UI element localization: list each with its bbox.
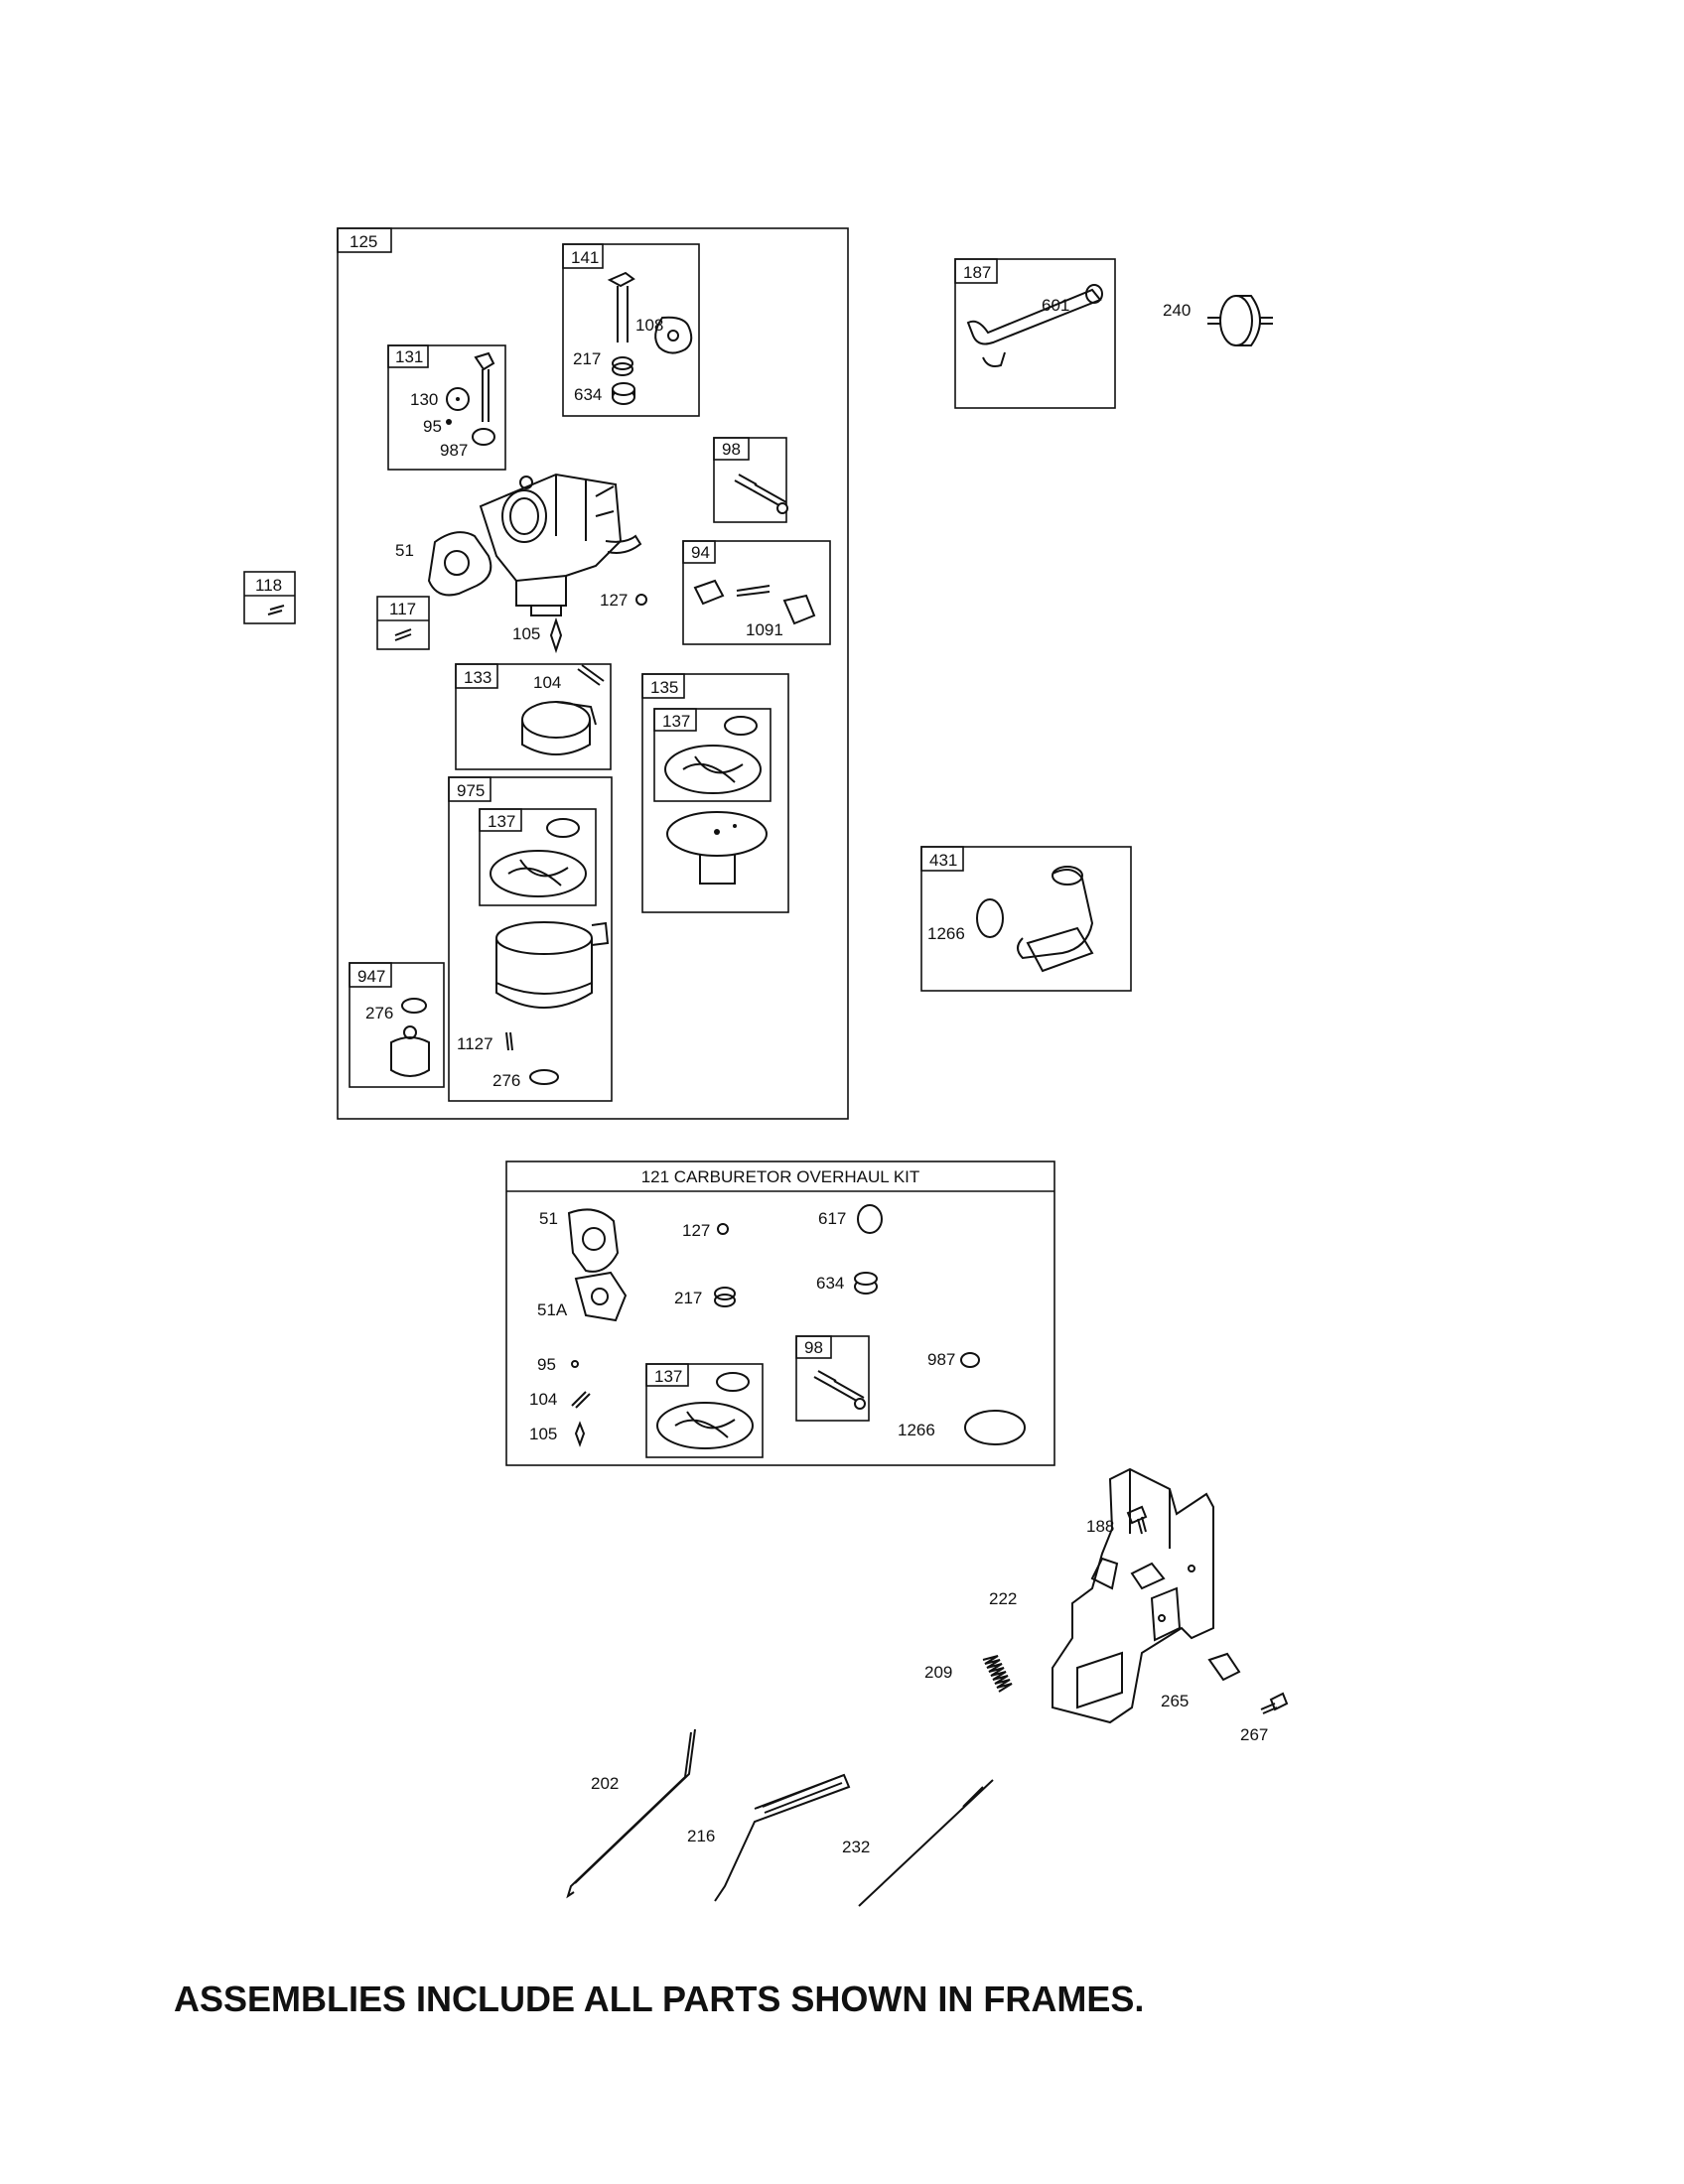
frame-141: 141 108 217 634 — [562, 243, 700, 417]
frame-947: 947 276 — [349, 962, 445, 1088]
kit-label-51A: 51A — [537, 1300, 568, 1319]
kit-label-634: 634 — [816, 1274, 844, 1293]
control-bracket-222-part — [1052, 1467, 1214, 1724]
link-202-part: 202 — [566, 1728, 696, 1899]
frame-975: 975 137 1127 276 — [448, 776, 613, 1102]
frame-137-middle-tag: 137 — [488, 812, 515, 831]
label-265: 265 — [1161, 1692, 1189, 1710]
kit-title: 121 CARBURETOR OVERHAUL KIT — [641, 1167, 920, 1186]
label-217: 217 — [573, 349, 601, 368]
kit-label-1266: 1266 — [898, 1421, 935, 1439]
frame-947-tag: 947 — [357, 967, 385, 986]
frame-117-tag: 117 — [389, 600, 416, 618]
screw-188-part: 188 — [1086, 1505, 1148, 1536]
label-188: 188 — [1086, 1517, 1114, 1536]
frame-431-tag: 431 — [929, 851, 957, 870]
frame-131-tag: 131 — [395, 347, 423, 366]
frame-133-tag: 133 — [464, 668, 491, 687]
label-634: 634 — [574, 385, 602, 404]
frame-431: 431 1266 — [920, 846, 1132, 992]
label-108: 108 — [635, 316, 663, 335]
label-202: 202 — [591, 1774, 619, 1793]
frame-98-kit-tag: 98 — [804, 1338, 823, 1357]
fuel-filter-240-part: 240 — [1163, 295, 1273, 346]
label-130: 130 — [410, 390, 438, 409]
frame-135-tag: 135 — [650, 678, 678, 697]
kit-label-104: 104 — [529, 1390, 557, 1409]
part-265: 265 — [1161, 1652, 1241, 1710]
label-127: 127 — [600, 591, 628, 610]
label-240: 240 — [1163, 301, 1191, 320]
label-1266: 1266 — [927, 924, 965, 943]
label-267: 267 — [1240, 1725, 1268, 1744]
frame-125: 125 — [337, 227, 849, 1120]
kit-label-127: 127 — [682, 1221, 710, 1240]
frame-187-tag: 187 — [963, 263, 991, 282]
frame-94-tag: 94 — [691, 543, 710, 562]
label-104: 104 — [533, 673, 561, 692]
link-216-part: 216 — [687, 1773, 851, 1902]
kit-label-217: 217 — [674, 1289, 702, 1307]
spring-209-part: 209 — [924, 1655, 1013, 1693]
assemblies-note: ASSEMBLIES INCLUDE ALL PARTS SHOWN IN FR… — [174, 1979, 1145, 2019]
label-216: 216 — [687, 1827, 715, 1845]
frame-133: 133 104 — [455, 663, 612, 770]
frame-141-tag: 141 — [571, 248, 599, 267]
frame-137-kit-tag: 137 — [654, 1367, 682, 1386]
frame-98-upper-tag: 98 — [722, 440, 741, 459]
kit-label-987: 987 — [927, 1350, 955, 1369]
label-222: 222 — [989, 1589, 1017, 1608]
kit-label-617: 617 — [818, 1209, 846, 1228]
label-276-upper: 276 — [365, 1004, 393, 1023]
label-105: 105 — [512, 624, 540, 643]
label-1127: 1127 — [457, 1034, 493, 1053]
label-987: 987 — [440, 441, 468, 460]
label-1091: 1091 — [746, 620, 783, 639]
frame-94: 94 1091 — [682, 540, 831, 645]
frame-118: 118 — [243, 571, 296, 624]
label-232: 232 — [842, 1838, 870, 1856]
kit-label-51: 51 — [539, 1209, 558, 1228]
gasket-108-part — [654, 316, 693, 354]
link-232-part: 232 — [842, 1779, 994, 1907]
label-95: 95 — [423, 417, 442, 436]
frame-118-tag: 118 — [255, 576, 282, 595]
frame-137-upper-tag: 137 — [662, 712, 690, 731]
frame-121-overhaul-kit: 121 CARBURETOR OVERHAUL KIT 51 51A 127 6… — [505, 1160, 1055, 1466]
frame-135: 135 137 — [641, 673, 789, 913]
label-51: 51 — [395, 541, 414, 560]
frame-975-tag: 975 — [457, 781, 485, 800]
label-276-lower: 276 — [492, 1071, 520, 1090]
frame-98-upper: 98 — [713, 437, 788, 523]
kit-label-105: 105 — [529, 1425, 557, 1443]
label-601: 601 — [1042, 296, 1069, 315]
screw-267-part: 267 — [1240, 1692, 1289, 1744]
kit-label-95: 95 — [537, 1355, 556, 1374]
label-209: 209 — [924, 1663, 952, 1682]
frame-125-tag: 125 — [350, 232, 377, 251]
choke-lever-part — [607, 271, 635, 288]
frame-117: 117 — [376, 596, 430, 650]
frame-187: 187 601 — [954, 258, 1116, 409]
frame-131: 131 130 95 987 — [387, 344, 506, 471]
carburetor-body-part: 51 127 105 — [395, 473, 647, 654]
